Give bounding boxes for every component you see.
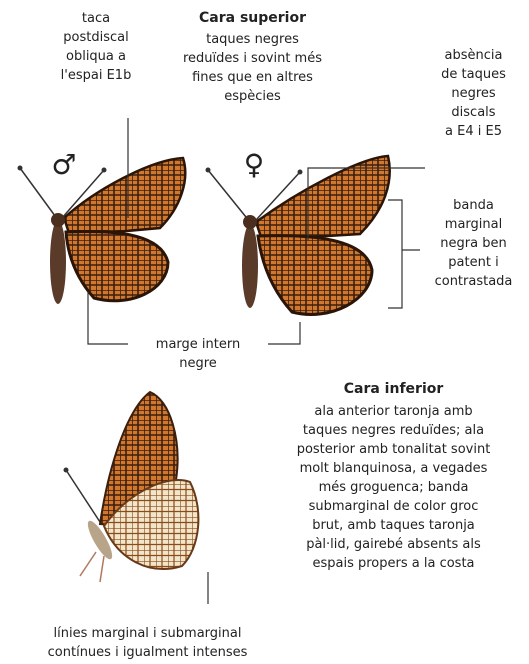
- female-symbol: ♀: [236, 150, 272, 180]
- title-cara-inferior: Cara inferior: [258, 380, 529, 399]
- label-absencia: absència de taques negres discals a E4 i…: [418, 46, 529, 141]
- label-linies-marginal: línies marginal i submarginal contínues …: [0, 624, 295, 662]
- label-banda-marginal: banda marginal negra ben patent i contra…: [418, 196, 529, 291]
- title-cara-superior: Cara superior: [150, 9, 355, 28]
- male-butterfly: [18, 158, 186, 304]
- underside-butterfly: [64, 392, 199, 582]
- text-cara-superior: taques negres reduïdes i sovint més fine…: [150, 30, 355, 106]
- text-cara-inferior: ala anterior taronja amb taques negres r…: [258, 402, 529, 573]
- male-symbol: ♂: [46, 150, 82, 180]
- female-butterfly: [206, 156, 390, 314]
- label-marge-intern: marge intern negre: [128, 335, 268, 373]
- label-taca-postdiscal: taca postdiscal obliqua a l'espai E1b: [40, 9, 152, 85]
